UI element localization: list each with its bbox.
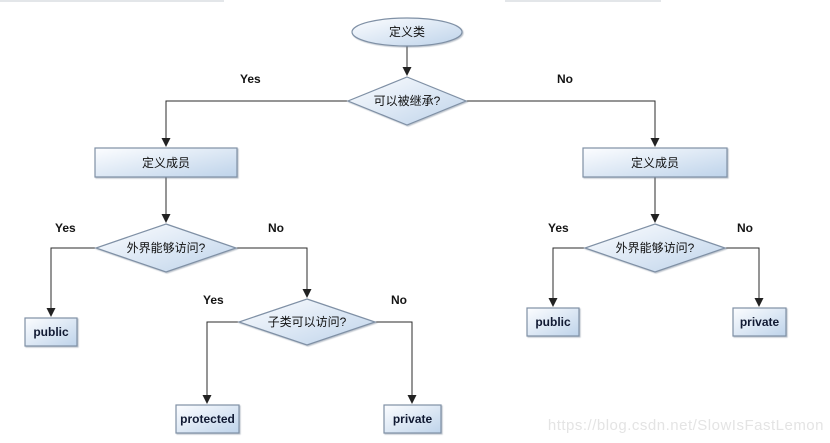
edge-outside-right-yes <box>548 247 585 307</box>
top-crop-artifact-left <box>0 0 224 2</box>
decision-outside-right-diamond <box>583 223 727 273</box>
result-public-left-box <box>24 317 78 347</box>
result-protected-box <box>175 404 240 434</box>
edge-label-outside-left-yes: Yes <box>55 221 76 235</box>
decision-subclass-diamond <box>237 298 377 346</box>
edge-outside-left-yes <box>46 247 96 317</box>
edge-label-outside-right-yes: Yes <box>548 221 569 235</box>
result-private-right-box <box>732 307 787 337</box>
edge-label-subclass-no: No <box>391 293 407 307</box>
define-members-right-box <box>582 147 728 178</box>
decision-outside-left-diamond <box>94 223 238 273</box>
decision-inheritable-diamond <box>346 76 468 126</box>
edge-subclass-no <box>375 321 417 404</box>
edge-inheritable-yes <box>161 100 348 147</box>
start-ellipse <box>351 17 463 47</box>
top-crop-artifact-right <box>505 0 661 2</box>
define-members-left-box <box>94 147 238 178</box>
edge-outside-left-no <box>236 247 312 298</box>
result-private-mid-box <box>383 404 442 434</box>
edge-outside-right-no <box>725 247 764 307</box>
edge-subclass-yes <box>202 321 239 404</box>
edge-label-outside-right-no: No <box>737 221 753 235</box>
edge-inheritable-no <box>466 100 660 147</box>
result-public-right-box <box>526 307 580 337</box>
edge-label-subclass-yes: Yes <box>203 293 224 307</box>
edge-label-inherit-no: No <box>557 72 573 86</box>
edge-label-outside-left-no: No <box>268 221 284 235</box>
edge-label-inherit-yes: Yes <box>240 72 261 86</box>
watermark-url: https://blog.csdn.net/SlowIsFastLemon <box>547 417 824 434</box>
